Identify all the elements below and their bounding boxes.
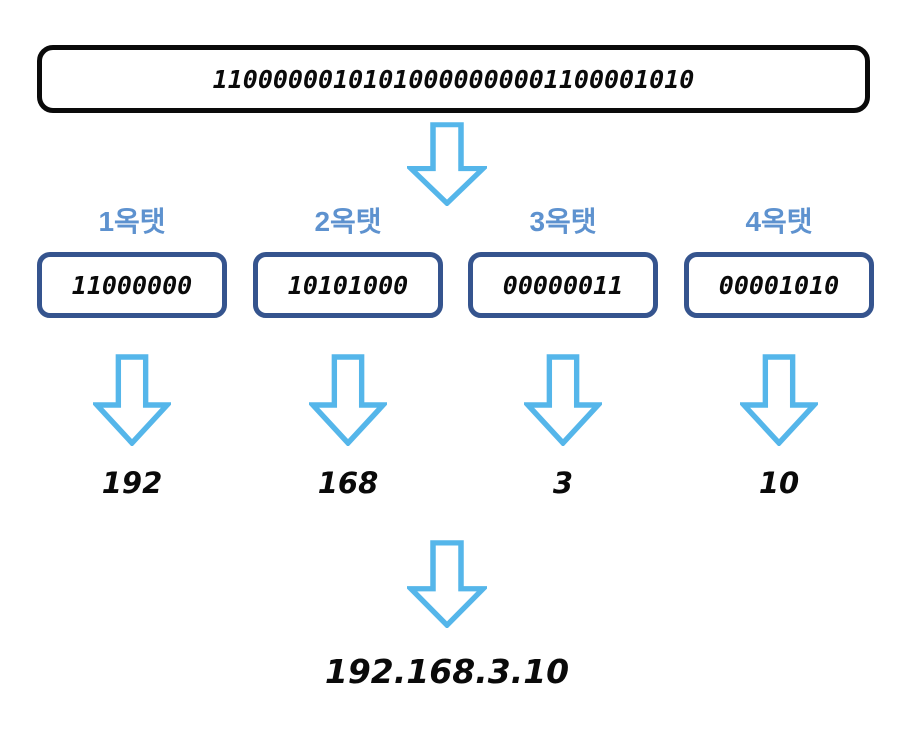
octet-decimal-value: 192 [101, 466, 163, 500]
ip-address-result: 192.168.3.10 [324, 652, 570, 691]
down-arrow-svg [309, 354, 387, 446]
octet-binary-box: 00000011 [468, 252, 658, 318]
down-arrow-shape [93, 354, 171, 446]
octet-binary-text: 10101000 [287, 270, 409, 300]
down-arrow-shape [309, 354, 387, 446]
octet-label: 2옥탯 [314, 206, 382, 237]
octet-binary-box: 00001010 [684, 252, 874, 318]
down-arrow-svg [740, 354, 818, 446]
octet-decimal-value: 10 [758, 466, 800, 500]
down-arrow-shape [524, 354, 602, 446]
binary-string-box: 11000000101010000000001100001010 [37, 45, 870, 113]
down-arrow-shape [740, 354, 818, 446]
down-arrow-svg [407, 122, 487, 206]
down-arrow-icon [93, 354, 171, 446]
octet-binary-box: 10101000 [253, 252, 443, 318]
down-arrow-icon [524, 354, 602, 446]
octet-column-1: 1옥탯 11000000 192 [37, 200, 227, 504]
down-arrow-icon [407, 540, 487, 628]
down-arrow-svg [93, 354, 171, 446]
down-arrow-svg [407, 540, 487, 628]
octet-label: 1옥탯 [98, 206, 166, 237]
down-arrow-shape [407, 540, 487, 628]
octet-label: 4옥탯 [745, 206, 813, 237]
down-arrow-icon [740, 354, 818, 446]
octet-binary-text: 00001010 [718, 270, 840, 300]
octet-binary-box: 11000000 [37, 252, 227, 318]
down-arrow-svg [524, 354, 602, 446]
octet-column-3: 3옥탯 00000011 3 [468, 200, 658, 504]
octet-decimal-value: 168 [317, 466, 379, 500]
octet-binary-text: 11000000 [71, 270, 193, 300]
octet-binary-text: 00000011 [502, 270, 624, 300]
octet-decimal-value: 3 [552, 466, 574, 500]
down-arrow-icon [407, 122, 487, 206]
octet-column-2: 2옥탯 10101000 168 [253, 200, 443, 504]
down-arrow-icon [309, 354, 387, 446]
octet-column-4: 4옥탯 00001010 10 [684, 200, 874, 504]
octet-label: 3옥탯 [529, 206, 597, 237]
down-arrow-shape [407, 122, 487, 206]
binary-string-text: 11000000101010000000001100001010 [212, 64, 695, 94]
